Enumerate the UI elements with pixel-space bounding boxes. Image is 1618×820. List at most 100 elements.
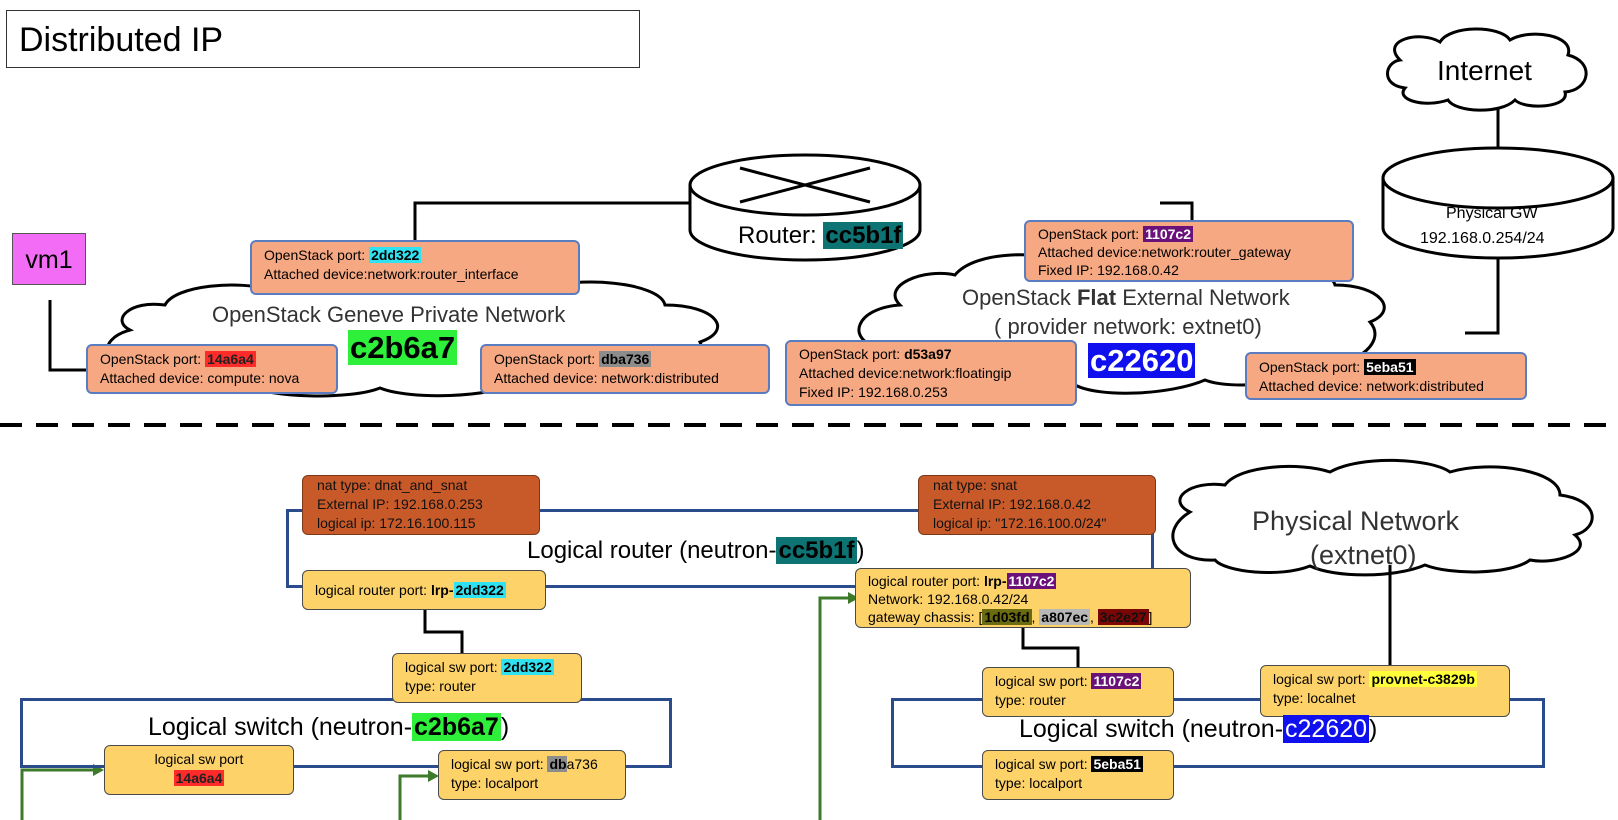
port-14a6a4-id: 14a6a4 — [205, 351, 256, 367]
port-dba736-device-pre: Attached device: — [494, 370, 602, 386]
lrp-1107c2: logical router port: lrp-1107c2 Network:… — [855, 568, 1191, 628]
port-2dd322-label: OpenStack port: — [264, 247, 370, 263]
port-14a6a4-device: Attached device: compute: nova — [100, 370, 300, 386]
router-id: cc5b1f — [823, 222, 904, 249]
port-1107c2-device: Attached device:network:router_gateway — [1038, 244, 1291, 260]
lrp-2dd322-label: logical router port: — [315, 582, 431, 598]
logical-switch-label-2: Logical switch (neutron-c22620) — [1019, 715, 1377, 744]
ls1-pre: Logical switch (neutron- — [148, 713, 413, 741]
port-dba736-label: OpenStack port: — [494, 351, 600, 367]
nat2-type: nat type: snat — [933, 477, 1018, 493]
port-1107c2-label: OpenStack port: — [1038, 226, 1144, 242]
ls1-id: c2b6a7 — [412, 713, 501, 741]
port-14a6a4: OpenStack port: 14a6a4 Attached device: … — [86, 344, 338, 394]
lsp-5eba51-label: logical sw port: — [995, 756, 1092, 772]
chassis-sep-2: , — [1090, 609, 1098, 625]
lsp-1107c2-type: type: router — [995, 692, 1066, 708]
green-arrows — [20, 596, 850, 820]
internet-cloud — [1386, 27, 1588, 112]
lsp-14a6a4-id: 14a6a4 — [173, 770, 225, 786]
lsp-1107c2: logical sw port: 1107c2 type: router — [982, 667, 1174, 717]
port-d53a97-id: d53a97 — [904, 346, 952, 362]
lsp-5eba51-id: 5eba51 — [1091, 756, 1143, 772]
lrp-1107c2-chassis-pre: gateway chassis: [ — [868, 609, 983, 625]
chassis-sep-1: , — [1031, 609, 1040, 625]
port-dba736-device: network:distributed — [601, 370, 719, 386]
ext-label-pre: OpenStack — [962, 285, 1077, 310]
lsp-dba736-label: logical sw port: — [451, 756, 548, 772]
router-shape — [688, 153, 922, 262]
external-network-label: OpenStack Flat External Network — [962, 285, 1290, 311]
lrp-1107c2-chassis-post: ] — [1148, 609, 1153, 625]
lrp-2dd322: logical router port: lrp-2dd322 — [302, 570, 546, 610]
lsp-dba736: logical sw port: dba736 type: localport — [438, 750, 626, 800]
port-5eba51-device: network:distributed — [1366, 378, 1484, 394]
lsp-dba736-id-a: db — [547, 756, 567, 772]
port-d53a97-ip: Fixed IP: 192.168.0.253 — [799, 384, 948, 400]
physical-network-sublabel: (extnet0) — [1310, 540, 1417, 570]
logical-router-pre: Logical router (neutron- — [527, 537, 777, 564]
port-2dd322-id: 2dd322 — [369, 247, 422, 263]
nat2-logical-ip: logical ip: "172.16.100.0/24" — [933, 515, 1107, 531]
ls1-post: ) — [500, 713, 510, 741]
ls2-id: c22620 — [1283, 715, 1370, 743]
nat-snat: nat type: snat External IP: 192.168.0.42… — [918, 475, 1156, 535]
physical-network-label: Physical Network — [1252, 506, 1460, 536]
nat-dnat-and-snat: nat type: dnat_and_snat External IP: 192… — [302, 475, 540, 535]
lsp-dba736-type: type: localport — [451, 775, 539, 791]
lsp-2dd322-label: logical sw port: — [405, 659, 502, 675]
lsp-1107c2-label: logical sw port: — [995, 673, 1092, 689]
gateway-chassis-1: 1d03fd — [982, 609, 1032, 625]
external-network-id-text: c22620 — [1088, 343, 1196, 378]
lrp-2dd322-prefix: lrp- — [430, 582, 454, 598]
nat1-external-ip: External IP: 192.168.0.253 — [317, 496, 483, 512]
lsp-2dd322: logical sw port: 2dd322 type: router — [392, 653, 582, 703]
lrp-2dd322-id: 2dd322 — [453, 582, 506, 598]
router-prefix: Router: — [738, 222, 824, 249]
ext-label-post: External Network — [1116, 285, 1290, 310]
logical-router-label: Logical router (neutron-cc5b1f) — [527, 537, 865, 565]
private-network-id: c2b6a7 — [348, 330, 458, 366]
port-d53a97-device: Attached device:network:floatingip — [799, 365, 1012, 381]
ls2-post: ) — [1369, 715, 1378, 743]
router-label: Router: cc5b1f — [738, 222, 904, 250]
physical-gw-ip: 192.168.0.254/24 — [1420, 230, 1545, 247]
logical-switch-frame-2 — [891, 698, 1545, 768]
port-14a6a4-label: OpenStack port: — [100, 351, 206, 367]
lsp-dba736-id-b: a736 — [566, 756, 598, 772]
external-network-label2: ( provider network: extnet0) — [994, 314, 1262, 339]
lrp-1107c2-label: logical router port: — [868, 573, 984, 589]
ls2-pre: Logical switch (neutron- — [1019, 715, 1284, 743]
port-d53a97-label: OpenStack port: — [799, 346, 905, 362]
logical-switch-frame-1 — [20, 698, 672, 768]
lsp-5eba51: logical sw port: 5eba51 type: localport — [982, 750, 1174, 800]
gateway-chassis-3: 3c2e27 — [1097, 609, 1149, 625]
port-5eba51-label: OpenStack port: — [1259, 359, 1365, 375]
port-5eba51-id: 5eba51 — [1364, 359, 1416, 375]
gateway-chassis-2: a807ec — [1039, 609, 1091, 625]
lsp-14a6a4: logical sw port 14a6a4 — [104, 745, 294, 795]
port-5eba51: OpenStack port: 5eba51 Attached device: … — [1245, 352, 1527, 400]
port-dba736: OpenStack port: dba736 Attached device: … — [480, 344, 770, 394]
lsp-2dd322-type: type: router — [405, 678, 476, 694]
lrp-1107c2-id: 1107c2 — [1006, 573, 1057, 589]
lsp-1107c2-id: 1107c2 — [1091, 673, 1142, 689]
physical-gw-name: Physical GW — [1446, 205, 1538, 222]
physical-network-cloud — [1171, 458, 1594, 577]
lsp-14a6a4-label: logical sw port — [154, 751, 244, 767]
lsp-2dd322-id: 2dd322 — [501, 659, 554, 675]
port-dba736-id: dba736 — [599, 351, 652, 367]
lsp-provnet-type: type: localnet — [1273, 690, 1356, 706]
logical-router-id: cc5b1f — [776, 537, 857, 564]
logical-lines — [423, 565, 1392, 668]
port-d53a97: OpenStack port: d53a97 Attached device:n… — [785, 340, 1077, 406]
port-5eba51-device-pre: Attached device: — [1259, 378, 1367, 394]
logical-switch-label-1: Logical switch (neutron-c2b6a7) — [148, 713, 509, 742]
lrp-1107c2-prefix: lrp- — [983, 573, 1007, 589]
vm-box: vm1 — [12, 233, 86, 285]
lsp-5eba51-type: type: localport — [995, 775, 1083, 791]
lsp-provnet: logical sw port: provnet-c3829b type: lo… — [1260, 665, 1510, 717]
port-1107c2-ip: Fixed IP: 192.168.0.42 — [1038, 262, 1179, 278]
private-network-label: OpenStack Geneve Private Network — [212, 302, 566, 327]
topology-lines — [48, 105, 1500, 372]
